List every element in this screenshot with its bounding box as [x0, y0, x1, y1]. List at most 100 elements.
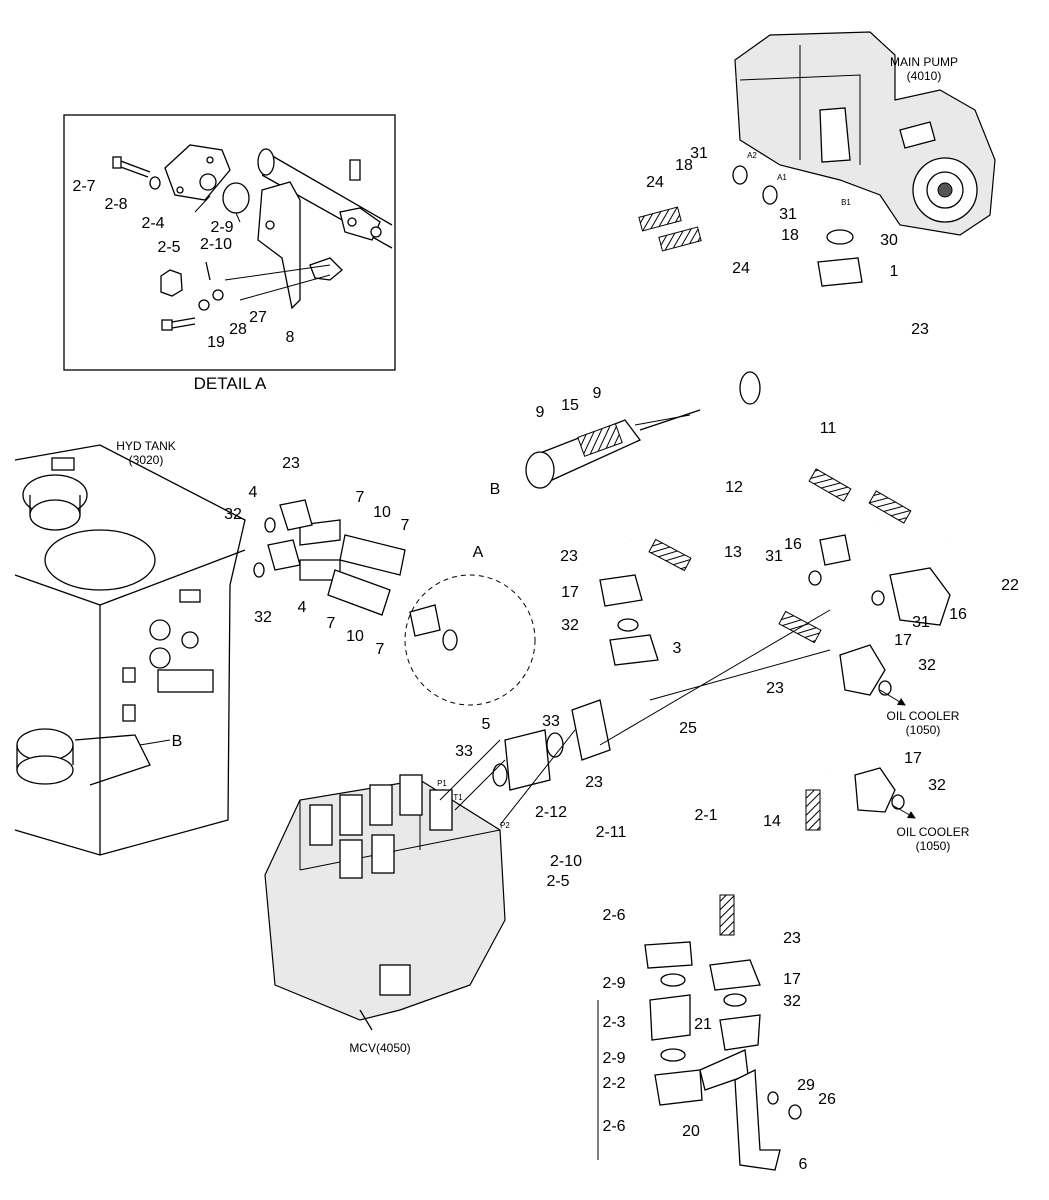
- callout-14: 12: [725, 479, 743, 496]
- callout-8: 23: [911, 321, 929, 338]
- callout-56: 17: [783, 971, 801, 988]
- callout-47: 32: [928, 777, 946, 794]
- detail-callout-3: 2-9: [210, 219, 233, 236]
- port-label-2: B1: [841, 198, 851, 207]
- callout-54: 2-6: [602, 907, 625, 924]
- detail-callout-1: 2-8: [104, 196, 127, 213]
- callout-57: 32: [783, 993, 801, 1010]
- callout-38: 23: [766, 680, 784, 697]
- callout-18: 7: [356, 489, 365, 506]
- callout-43: 25: [679, 720, 697, 737]
- detail-callout-8: 19: [207, 334, 225, 351]
- port-label-5: P2: [500, 821, 510, 830]
- callout-24: 10: [346, 628, 364, 645]
- callout-40: B: [172, 733, 183, 750]
- callout-46: 17: [904, 750, 922, 767]
- callout-65: 2-6: [602, 1118, 625, 1135]
- detail-callout-7: 27: [249, 309, 267, 326]
- callout-48: 2-12: [535, 804, 567, 821]
- callout-35: 16: [949, 606, 967, 623]
- callout-52: 2-5: [546, 873, 569, 890]
- callout-10: 15: [561, 397, 579, 414]
- callout-49: 2-11: [596, 824, 627, 841]
- callout-55: 23: [783, 930, 801, 947]
- callout-66: 20: [682, 1123, 700, 1140]
- port-label-0: A2: [747, 151, 757, 160]
- callout-4: 18: [781, 227, 799, 244]
- hyd-tank-code: (3020): [129, 453, 164, 467]
- component-captions: MAIN PUMP (4010) HYD TANK (3020) MCV(405…: [116, 55, 970, 1055]
- detail-a-title: DETAIL A: [194, 374, 267, 393]
- callout-23: 7: [327, 615, 336, 632]
- oil-cooler-1-name: OIL COOLER: [887, 709, 960, 723]
- callout-37: 17: [894, 632, 912, 649]
- detail-callout-6: 28: [229, 321, 247, 338]
- detail-callout-2: 2-4: [141, 215, 164, 232]
- oil-cooler-2-code: (1050): [916, 839, 951, 853]
- callout-22: 4: [298, 599, 307, 616]
- callout-29: 31: [765, 548, 783, 565]
- callout-34: 31: [912, 614, 930, 631]
- callout-2: 24: [646, 174, 664, 191]
- callout-67: 6: [799, 1156, 808, 1173]
- callout-9: 9: [536, 404, 545, 421]
- callout-6: 24: [732, 260, 750, 277]
- callout-1: 18: [675, 157, 693, 174]
- detail-callout-4: 2-5: [157, 239, 180, 256]
- port-label-4: T1: [453, 793, 463, 802]
- detail-callout-0: 2-7: [72, 178, 95, 195]
- callout-12: 11: [820, 420, 837, 437]
- callout-27: 23: [560, 548, 578, 565]
- mcv: [264, 774, 506, 1031]
- callout-36: 22: [1001, 577, 1019, 594]
- callout-32: 32: [561, 617, 579, 634]
- callout-19: 10: [373, 504, 391, 521]
- main-pump: [734, 31, 996, 236]
- mcv-name: MCV(4050): [349, 1041, 410, 1055]
- callout-30: 13: [724, 544, 742, 561]
- callout-39: 32: [918, 657, 936, 674]
- callout-17: 32: [224, 506, 242, 523]
- callout-41: 5: [482, 716, 491, 733]
- callout-5: 30: [880, 232, 898, 249]
- callout-62: 2-2: [602, 1075, 625, 1092]
- hyd-tank: [14, 444, 246, 856]
- callout-64: 26: [818, 1091, 836, 1108]
- callout-61: 2-9: [602, 1050, 625, 1067]
- callout-59: 2-3: [602, 1014, 625, 1031]
- detail-callout-9: 8: [286, 329, 295, 346]
- callout-53: 14: [763, 813, 781, 830]
- callout-60: 21: [694, 1016, 712, 1033]
- callout-63: 29: [797, 1077, 815, 1094]
- callout-21: 32: [254, 609, 272, 626]
- oil-cooler-1-code: (1050): [906, 723, 941, 737]
- detail-callout-5: 2-10: [200, 236, 232, 253]
- oil-cooler-2-name: OIL COOLER: [897, 825, 970, 839]
- port-label-1: A1: [777, 173, 787, 182]
- callout-7: 1: [890, 263, 899, 280]
- detail-a-panel: [63, 114, 396, 371]
- callout-28: 16: [784, 536, 802, 553]
- callout-25: 7: [376, 641, 385, 658]
- callout-51: 2-10: [550, 853, 582, 870]
- callout-0: 31: [690, 145, 708, 162]
- callout-26: A: [473, 544, 484, 561]
- callout-44: 33: [455, 743, 473, 760]
- callout-11: 9: [593, 385, 602, 402]
- callout-45: 23: [585, 774, 603, 791]
- port-label-3: P1: [437, 779, 447, 788]
- callout-15: 23: [282, 455, 300, 472]
- callout-3: 31: [779, 206, 797, 223]
- callout-20: 7: [401, 517, 410, 534]
- pipes: [139, 165, 952, 1171]
- callout-13: B: [490, 481, 501, 498]
- hyd-tank-name: HYD TANK: [116, 439, 176, 453]
- callout-31: 17: [561, 584, 579, 601]
- main-pump-name: MAIN PUMP: [890, 55, 958, 69]
- callout-16: 4: [249, 484, 258, 501]
- callout-50: 2-1: [694, 807, 717, 824]
